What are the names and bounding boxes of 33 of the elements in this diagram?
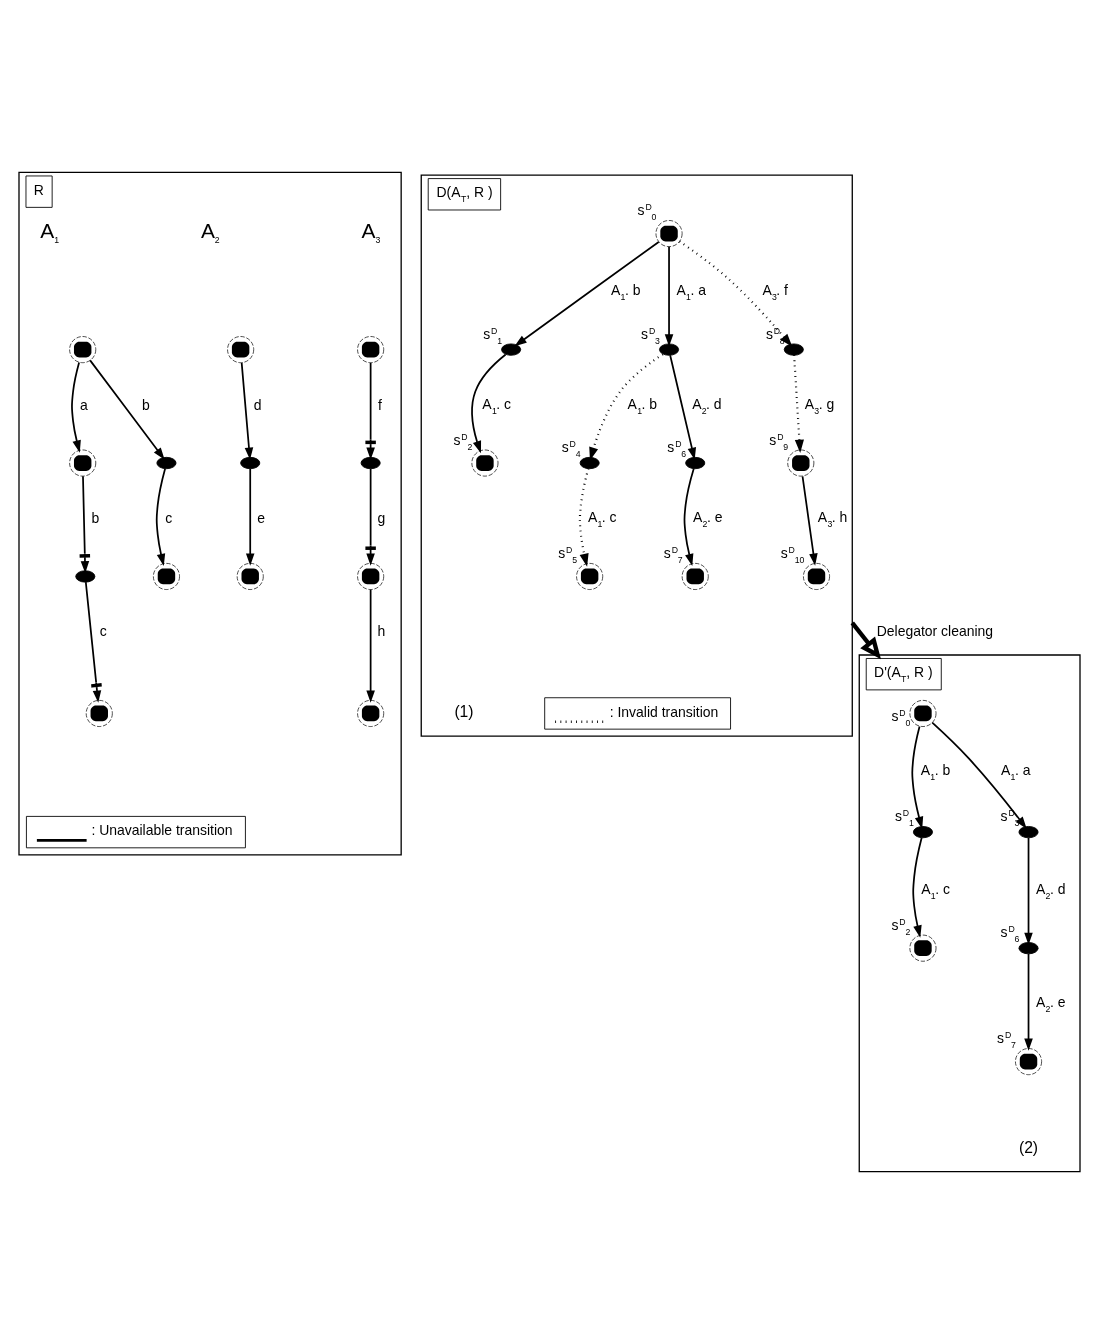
edge-label: A$_{2}$. e bbox=[1035, 994, 1066, 1015]
edge-label: b bbox=[142, 396, 150, 413]
edge-label: A$_{1}$. b bbox=[627, 395, 658, 416]
edge-label: A$_{1}$. c bbox=[587, 509, 617, 530]
edge-label: d bbox=[253, 396, 262, 413]
edge-label: A$_{1}$. a bbox=[676, 282, 706, 303]
edge-label: f bbox=[378, 396, 382, 413]
edge-label: A$_{2}$. d bbox=[1035, 880, 1066, 901]
edge-label: A$_{1}$. c bbox=[921, 880, 950, 901]
edge-label: g bbox=[377, 510, 386, 527]
edge-label: Delegator cleaning bbox=[876, 623, 994, 640]
edge-label: h bbox=[377, 623, 386, 640]
label: A$_{1}$ bbox=[40, 219, 60, 246]
edge-label: A$_{3}$. g bbox=[804, 395, 835, 416]
edge-label: A$_{2}$. d bbox=[692, 395, 722, 416]
edge-label: e bbox=[257, 510, 265, 527]
edge-label: A$_{1}$. b bbox=[611, 282, 641, 303]
edge-label: A$_{1}$. a bbox=[1001, 762, 1031, 783]
label: (1) bbox=[454, 703, 474, 721]
label: (2) bbox=[1018, 1138, 1039, 1156]
label: A$_{3}$ bbox=[361, 219, 381, 246]
edge-label: A$_{1}$. c bbox=[482, 395, 512, 416]
edge-label: a bbox=[80, 396, 88, 413]
edge-label: A$_{1}$. b bbox=[920, 762, 951, 783]
edge-label: A$_{3}$. h bbox=[817, 509, 848, 530]
edge-label: c bbox=[99, 623, 107, 640]
label: A$_{2}$ bbox=[200, 219, 220, 246]
edge-label: c bbox=[165, 510, 173, 527]
edge-label: b bbox=[91, 510, 100, 527]
edge-label: A$_{2}$. e bbox=[693, 509, 723, 530]
legend-label: : Invalid transition bbox=[609, 703, 719, 720]
legend-label: : Unavailable transition bbox=[91, 822, 233, 839]
edge-label: A$_{3}$. f bbox=[762, 282, 788, 303]
